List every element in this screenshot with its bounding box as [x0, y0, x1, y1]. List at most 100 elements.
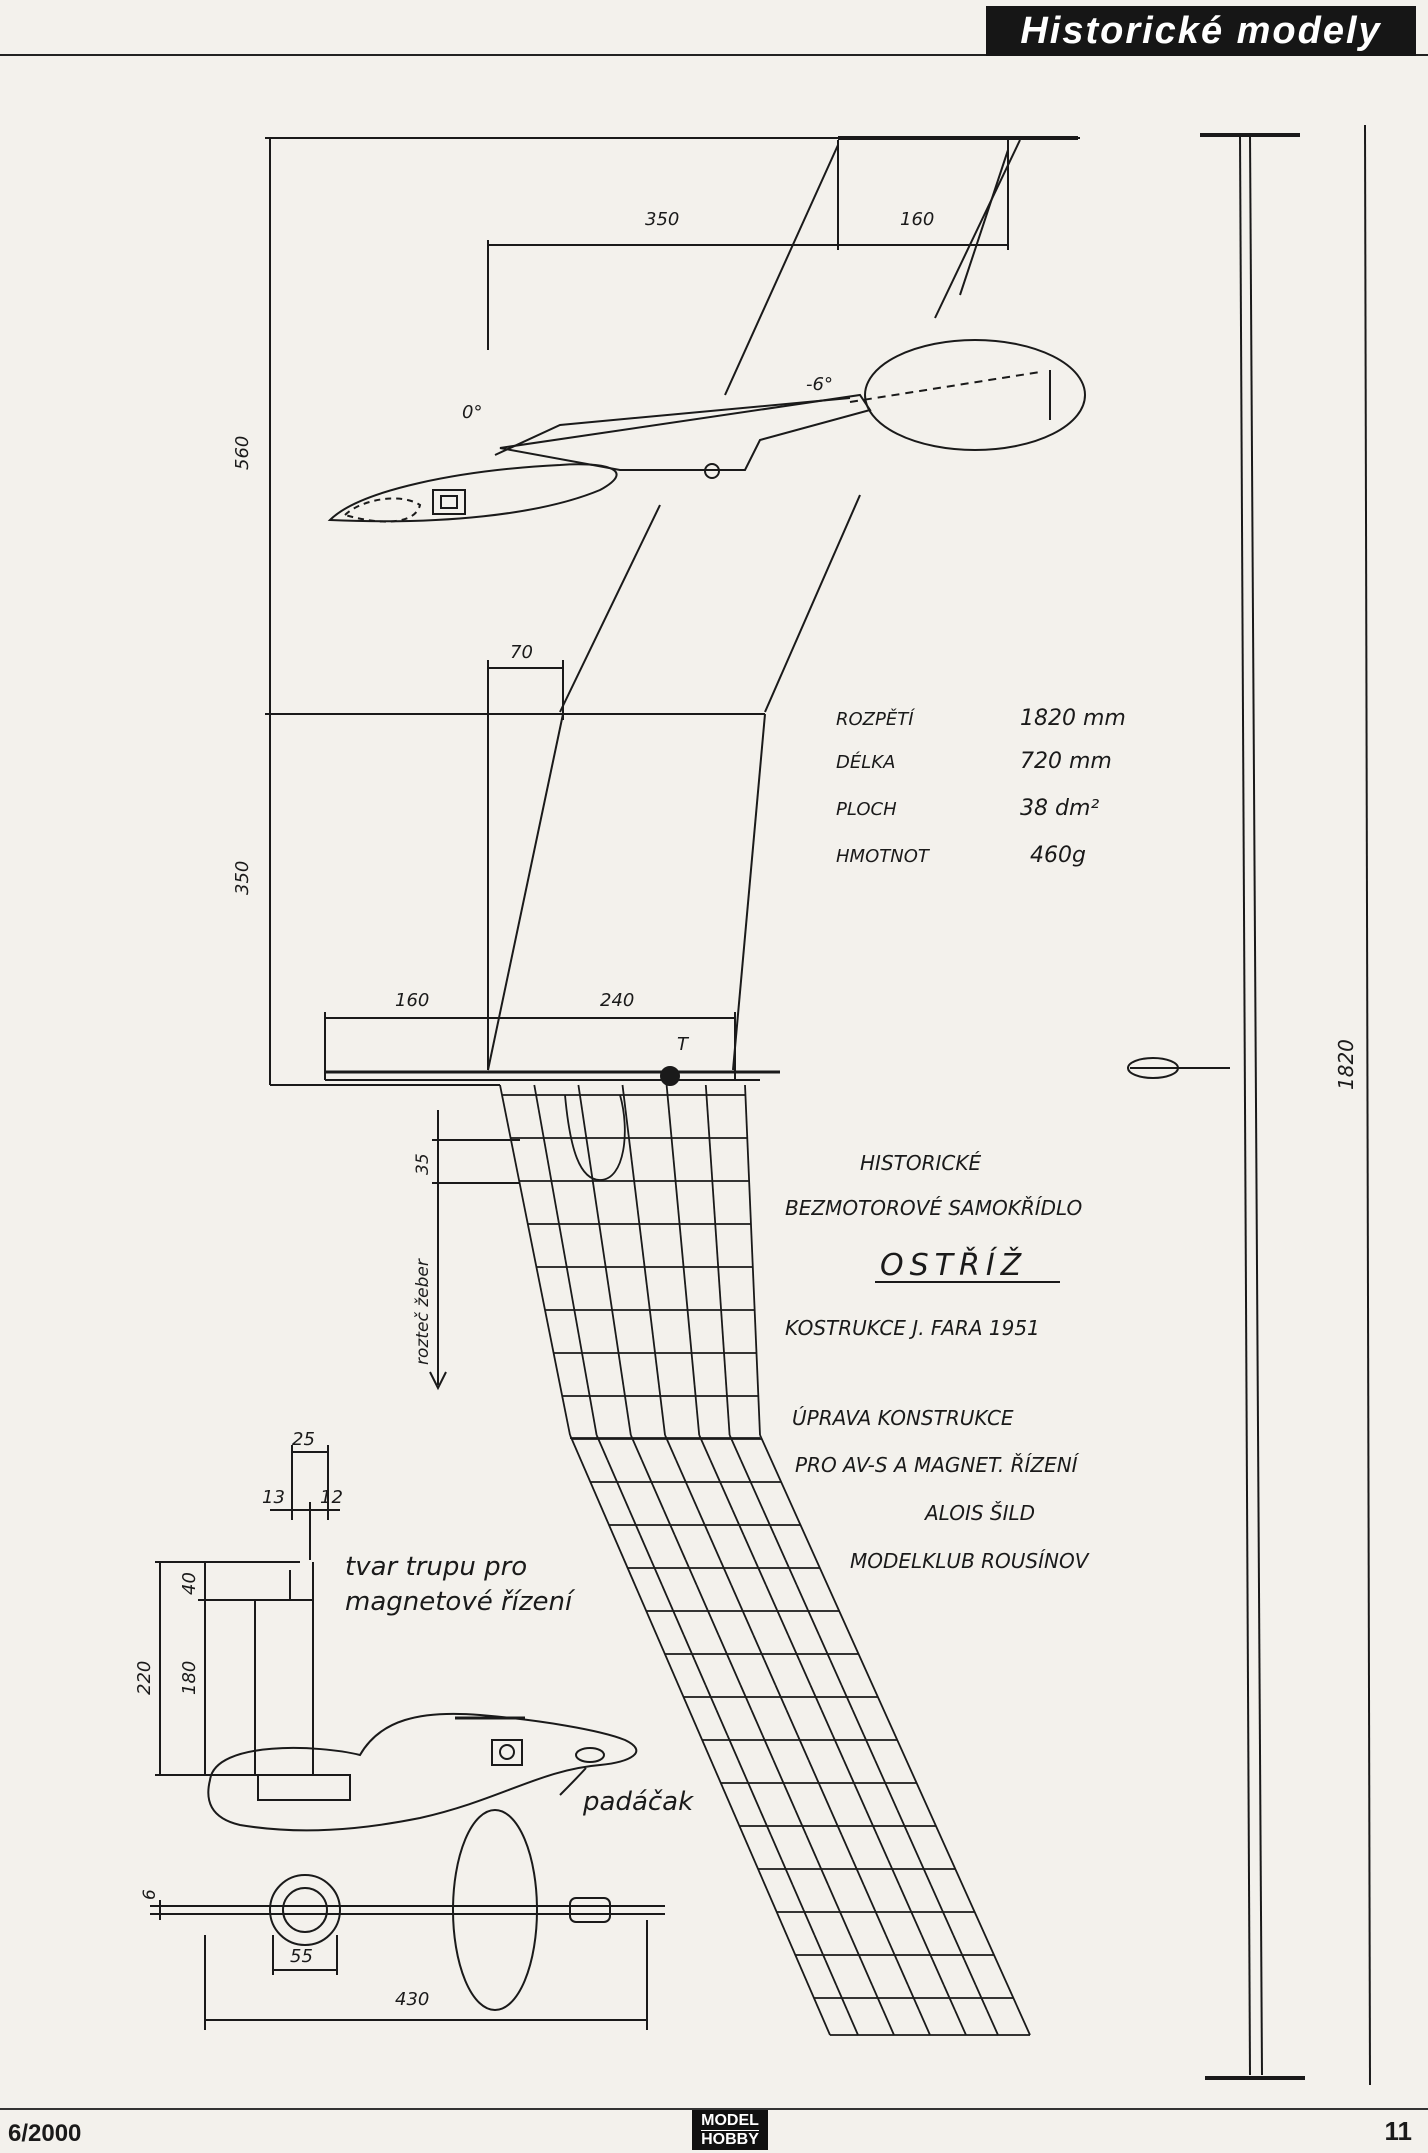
wing-structure-line — [691, 1359, 696, 1386]
spec-value-mass: 460g — [1030, 843, 1086, 868]
wing-structure-line — [628, 1509, 641, 1536]
wing-structure-line — [633, 1184, 639, 1211]
wingtip-inner-edge — [959, 149, 1009, 296]
wing-structure-line — [693, 1659, 707, 1686]
wing-structure-line — [645, 1284, 651, 1311]
wing-structure-line — [677, 1209, 682, 1236]
wing-structure-line — [963, 1959, 977, 1986]
wing-structure-line — [617, 1484, 631, 1511]
wing-structure-line — [772, 1759, 786, 1786]
wing-structure-line — [824, 1959, 838, 1986]
specs-table: ROZPĚTÍ 1820 mm DÉLKA 720 mm PLOCH 38 dm… — [836, 706, 1126, 868]
wing-structure-line — [555, 1209, 562, 1236]
wing-structure-line — [763, 1659, 777, 1686]
wing-structure-line — [759, 1809, 772, 1836]
wing-structure-line — [784, 1559, 798, 1586]
planform-trailing-edge — [732, 713, 766, 1071]
rib-spacing-arrowhead — [429, 1371, 447, 1391]
model-name: OSTŘÍŽ — [880, 1247, 1027, 1283]
fuselage-nose-dash — [343, 497, 422, 523]
front-view-wing-outer — [1239, 134, 1251, 2076]
dim-label-12: 12 — [320, 1487, 343, 1508]
fuselage-side-ballast — [257, 1774, 351, 1801]
wing-structure-line — [930, 1884, 943, 1911]
wing-structure-line — [499, 1084, 571, 1436]
construction-line-1 — [559, 504, 661, 713]
dim-label-350-mid: 350 — [232, 861, 253, 895]
fuselage-hook — [704, 463, 720, 479]
page-number: 11 — [1384, 2116, 1413, 2146]
wing-structure-line — [874, 1759, 887, 1786]
wingtip-leading-edge — [724, 144, 839, 396]
wing-structure-line — [744, 1084, 761, 1436]
wing-structure-line — [795, 1584, 809, 1611]
wing-structure-line — [711, 1184, 716, 1211]
fuselage-boom-top — [494, 397, 851, 456]
wing-structure-line — [731, 1509, 745, 1536]
fuselage-boom — [499, 393, 872, 471]
fuselage-side-box — [491, 1739, 523, 1766]
wing-structure-line — [920, 1934, 934, 1961]
wing-structure-line — [750, 1709, 764, 1736]
wing-structure-line — [720, 1309, 724, 1336]
wing-structure-line — [648, 1309, 654, 1336]
title-line-4: KOSTRUKCE J. FARA 1951 — [785, 1316, 1040, 1340]
wing-structure-line — [846, 2009, 859, 2036]
wing-structure-line — [887, 1859, 901, 1886]
wing-structure-line — [739, 1459, 753, 1486]
wing-structure-line — [679, 1234, 684, 1261]
wing-structure-line — [542, 1134, 549, 1161]
wing-structure-line — [686, 1309, 691, 1336]
wing-root-cutout — [564, 1094, 626, 1181]
dim-label-430: 430 — [395, 1989, 429, 2010]
wing-structure-line — [885, 1934, 898, 1961]
wing-structure-line — [725, 1384, 729, 1411]
wing-structure-line — [726, 1734, 740, 1761]
wing-structure-line — [721, 1334, 726, 1361]
fuselage-side-hook — [575, 1747, 605, 1763]
wing-structure-line — [785, 1709, 799, 1736]
wing-structure-line — [607, 1284, 613, 1311]
spec-name-area: PLOCH — [836, 799, 897, 820]
wing-structure-line — [627, 1134, 633, 1161]
wing-structure-line — [723, 1359, 728, 1386]
fuselage-side-magnet — [499, 1744, 515, 1760]
fuselage-side-profile — [207, 1712, 638, 1832]
wing-structure-line — [865, 1809, 878, 1836]
cg-label: T — [677, 1034, 690, 1055]
wing-structure-line — [581, 1109, 587, 1136]
wing-structure-line — [907, 1834, 921, 1861]
top-view-fuselage-ring — [269, 1874, 341, 1946]
spec-value-span: 1820 mm — [1020, 706, 1126, 731]
logo-line-2: HOBBY — [701, 2129, 759, 2148]
wing-structure-line — [862, 1734, 876, 1761]
dim-label-160-root: 160 — [395, 990, 429, 1011]
wing-structure-line — [706, 1109, 711, 1136]
dim-label-560: 560 — [232, 436, 253, 470]
tail-fin-ellipse — [864, 339, 1086, 451]
wing-structure-line — [573, 1309, 580, 1336]
wing-structure-line — [717, 1634, 731, 1661]
wing-structure-line — [596, 1209, 602, 1236]
wing-structure-line — [708, 1134, 712, 1161]
title-line-1: HISTORICKÉ — [860, 1151, 981, 1175]
wing-structure-line — [818, 1784, 832, 1811]
wing-structure-line — [838, 1909, 851, 1936]
wing-structure-line — [820, 1709, 834, 1736]
logo-line-1: MODEL — [701, 2111, 759, 2129]
wing-structure-line — [829, 1659, 843, 1686]
wing-structure-line — [639, 1234, 645, 1261]
wing-structure-line — [640, 1459, 654, 1486]
title-line-5: ÚPRAVA KONSTRUKCE — [792, 1406, 1014, 1430]
wing-structure-line — [654, 1359, 660, 1386]
wing-structure-line — [586, 1384, 594, 1411]
wing-structure-line — [668, 1109, 673, 1136]
wing-rib-structure — [499, 1084, 1031, 2036]
wing-structure-line — [715, 1234, 719, 1261]
wing-structure-line — [762, 1509, 776, 1536]
wing-structure-line — [577, 1334, 585, 1361]
wing-structure-line — [651, 1484, 665, 1511]
spec-value-length: 720 mm — [1020, 749, 1112, 774]
fuselage-shape-label-2: magnetové řízení — [345, 1587, 576, 1617]
wing-structure-line — [672, 1609, 685, 1636]
